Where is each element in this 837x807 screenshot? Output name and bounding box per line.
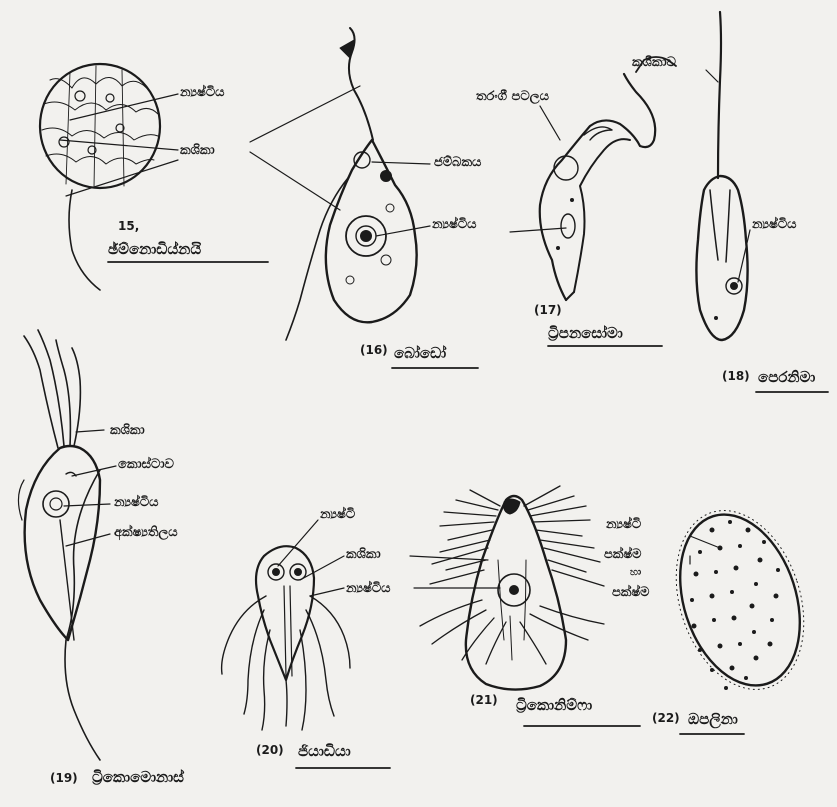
fig19-flagella-label: කශිකා bbox=[110, 424, 145, 437]
fig20-nucleus2-label: න්‍යෂ්ටිය bbox=[346, 582, 391, 595]
fig22-opalina-drawing bbox=[655, 494, 826, 706]
fig22-and-label: හා bbox=[630, 568, 641, 578]
fig15-flagellum-label: කශිකා bbox=[180, 144, 215, 157]
fig18-nucleus-label: න්‍යෂ්ටිය bbox=[752, 218, 797, 231]
fig19-number: (19) bbox=[50, 772, 78, 784]
fig18-flagellum-label: කශිකාව bbox=[632, 56, 676, 69]
fig15-name: ඡ්ම්නොඩිය්නයි bbox=[108, 242, 201, 257]
fig22-nucleus-label: න්‍යෂ්ටි bbox=[606, 518, 641, 531]
fig19-cytostome-label: කොස්ටාව bbox=[118, 458, 174, 471]
fig20-flagella-label: කශිකා bbox=[346, 548, 381, 561]
fig22-number: (22) bbox=[652, 712, 680, 724]
fig15-nucleus-label: න්‍යෂ්ටිය bbox=[180, 86, 225, 99]
fig22-cilia-row-label: පක්ෂ්ම bbox=[612, 586, 650, 599]
fig19-trichomonas-drawing bbox=[18, 330, 116, 760]
fig21-name: ට්‍රිකොනිම්ෆා bbox=[516, 698, 592, 713]
fig22-cilia-label: පක්ෂ්ම bbox=[604, 548, 642, 561]
fig20-giardia-drawing bbox=[222, 520, 350, 730]
fig20-number: (20) bbox=[256, 744, 284, 756]
fig17-membrane-label: තරංගී පටලය bbox=[476, 90, 549, 103]
fig19-axostyle-label: අක්ෂ්‍යතිලය bbox=[114, 526, 178, 539]
fig20-nucleus-label: න්‍යෂ්ටි bbox=[320, 508, 355, 521]
fig16-kinetoplast-label: ජම්බකය bbox=[434, 156, 481, 169]
fig16-bodo-drawing bbox=[250, 28, 430, 340]
fig21-number: (21) bbox=[470, 694, 498, 706]
fig20-name: ජියාඩියා bbox=[298, 744, 351, 759]
fig19-nucleus-label: න්‍යෂ්ටිය bbox=[114, 496, 159, 509]
fig16-number: (16) bbox=[360, 344, 388, 356]
fig18-peranema-drawing bbox=[696, 12, 750, 340]
fig18-name: පෙරනිමා bbox=[758, 370, 815, 385]
fig19-name: ට්‍රිකොමොනාස් bbox=[92, 770, 184, 785]
fig17-number: (17) bbox=[534, 304, 562, 316]
fig17-name: ට්‍රිපනසෝමා bbox=[548, 326, 623, 341]
fig22-name: ඔපලිනා bbox=[688, 712, 738, 727]
fig16-name: බෝඩෝ bbox=[394, 346, 446, 361]
fig16-nucleus-label: න්‍යෂ්ටිය bbox=[432, 218, 477, 231]
fig15-number: 15, bbox=[118, 220, 139, 232]
fig21-trichonympha-drawing bbox=[410, 486, 604, 690]
fig18-number: (18) bbox=[722, 370, 750, 382]
